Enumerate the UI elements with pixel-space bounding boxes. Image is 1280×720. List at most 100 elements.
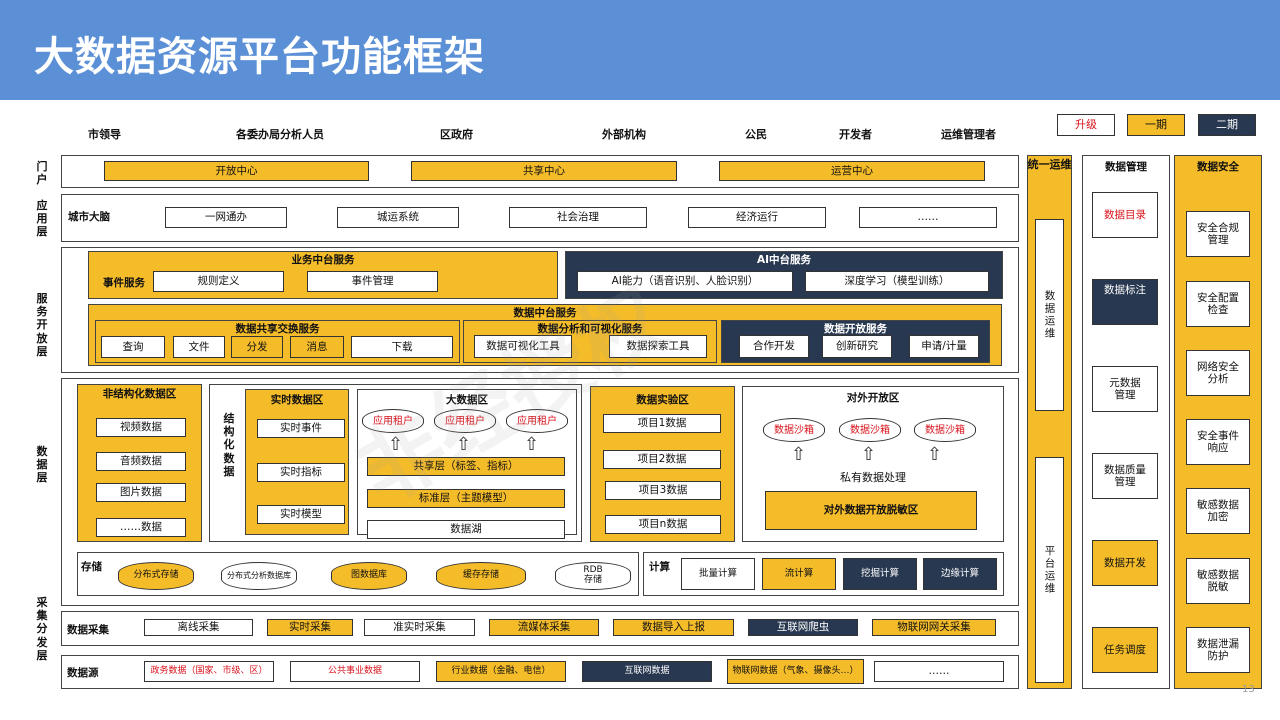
app-economy[interactable]: 经济运行 — [688, 207, 826, 228]
storage-analytic-db: 分布式分析数据库 — [221, 562, 297, 590]
mgmt-quality[interactable]: 数据质量管理 — [1092, 453, 1158, 499]
source-public[interactable]: 公共事业数据 — [290, 661, 420, 682]
lab-project-2[interactable]: 项目2数据 — [603, 450, 721, 469]
source-gov[interactable]: 政务数据（国家、市级、区） — [144, 661, 274, 682]
realtime-metric[interactable]: 实时指标 — [257, 463, 345, 482]
source-iot[interactable]: 物联网数据（气象、摄像头…） — [727, 659, 864, 684]
mgmt-develop[interactable]: 数据开发 — [1092, 540, 1158, 586]
realtime-event[interactable]: 实时事件 — [257, 419, 345, 438]
bigdata-tenant-2: 应用租户 — [434, 409, 496, 433]
storage-distributed: 分布式存储 — [118, 562, 194, 590]
explore-tool[interactable]: 数据探索工具 — [609, 335, 707, 358]
share-message[interactable]: 消息 — [290, 336, 344, 358]
collect-realtime[interactable]: 实时采集 — [267, 619, 353, 636]
unstructured-title: 非结构化数据区 — [102, 388, 177, 400]
sec-incident-response[interactable]: 安全事件响应 — [1186, 419, 1250, 465]
sec-compliance[interactable]: 安全合规管理 — [1186, 211, 1250, 257]
ai-ability[interactable]: AI能力（语音识别、人脸识别） — [577, 271, 793, 292]
data-lake[interactable]: 数据湖 — [367, 520, 565, 539]
collect-import[interactable]: 数据导入上报 — [613, 619, 734, 636]
share-query[interactable]: 查询 — [101, 336, 165, 358]
collect-streaming[interactable]: 流媒体采集 — [489, 619, 599, 636]
user-district-gov: 区政府 — [440, 128, 473, 141]
data-mid-title: 数据中台服务 — [513, 307, 577, 319]
portal-share-center[interactable]: 共享中心 — [411, 161, 677, 181]
mgmt-schedule[interactable]: 任务调度 — [1092, 627, 1158, 673]
open-research[interactable]: 创新研究 — [822, 335, 892, 358]
lab-project-3[interactable]: 项目3数据 — [605, 481, 721, 500]
source-more[interactable]: …… — [874, 661, 1004, 682]
lab-project-n[interactable]: 项目n数据 — [605, 515, 721, 534]
deep-learning[interactable]: 深度学习（模型训练） — [805, 271, 989, 292]
shared-layer[interactable]: 共享层（标签、指标） — [367, 457, 565, 476]
mining-compute[interactable]: 挖掘计算 — [843, 558, 917, 590]
ai-mid-title: AI中台服务 — [756, 254, 812, 266]
bigdata-tenant-1: 应用租户 — [362, 409, 424, 433]
batch-compute[interactable]: 批量计算 — [681, 558, 755, 590]
sec-desensitize[interactable]: 敏感数据脱敏 — [1186, 558, 1250, 604]
stream-compute[interactable]: 流计算 — [762, 558, 836, 590]
sec-leak-prevent[interactable]: 数据泄漏防护 — [1186, 627, 1250, 673]
mgmt-metadata[interactable]: 元数据管理 — [1092, 366, 1158, 412]
mgmt-column — [1082, 155, 1170, 689]
edge-compute[interactable]: 边缘计算 — [923, 558, 997, 590]
ops-platform[interactable]: 平台运维 — [1035, 457, 1064, 683]
arrow-up-icon: ⇧ — [524, 434, 540, 455]
mgmt-label[interactable]: 数据标注 — [1092, 279, 1158, 325]
arrow-up-icon: ⇧ — [388, 434, 404, 455]
mgmt-catalog[interactable]: 数据目录 — [1092, 192, 1158, 238]
legend-phase1: 一期 — [1127, 114, 1185, 136]
open-apply[interactable]: 申请/计量 — [909, 335, 979, 358]
rule-define[interactable]: 规则定义 — [153, 271, 284, 292]
image-data[interactable]: 图片数据 — [96, 483, 186, 502]
video-data[interactable]: 视频数据 — [96, 418, 186, 437]
other-data[interactable]: ……数据 — [96, 518, 186, 537]
ops-data[interactable]: 数据运维 — [1035, 219, 1064, 411]
app-social-gov[interactable]: 社会治理 — [509, 207, 647, 228]
sec-config-check[interactable]: 安全配置检查 — [1186, 281, 1250, 327]
event-service-label: 事件服务 — [103, 277, 145, 289]
source-industry[interactable]: 行业数据（金融、电信） — [436, 661, 566, 682]
app-one-stop[interactable]: 一网通办 — [165, 207, 287, 228]
desensitize-zone[interactable]: 对外数据开放脱敏区 — [765, 491, 977, 530]
sandbox-1: 数据沙箱 — [763, 418, 825, 442]
collect-near-realtime[interactable]: 准实时采集 — [364, 619, 475, 636]
sec-encrypt[interactable]: 敏感数据加密 — [1186, 488, 1250, 534]
portal-open-center[interactable]: 开放中心 — [104, 161, 369, 181]
arrow-up-icon: ⇧ — [927, 444, 943, 465]
user-developer: 开发者 — [839, 128, 872, 141]
storage-rdb: RDB存储 — [555, 562, 631, 590]
app-city-ops[interactable]: 城运系统 — [337, 207, 459, 228]
share-file[interactable]: 文件 — [173, 336, 225, 358]
collect-offline[interactable]: 离线采集 — [144, 619, 253, 636]
arrow-up-icon: ⇧ — [791, 444, 807, 465]
audio-data[interactable]: 音频数据 — [96, 452, 186, 471]
source-internet[interactable]: 互联网数据 — [582, 661, 712, 682]
portal-ops-center[interactable]: 运营中心 — [719, 161, 985, 181]
sec-network-analysis[interactable]: 网络安全分析 — [1186, 350, 1250, 396]
collect-label: 数据采集 — [67, 624, 109, 636]
share-download[interactable]: 下载 — [351, 336, 453, 358]
side-label-app: 应用层 — [36, 199, 48, 239]
open-cooperate[interactable]: 合作开发 — [739, 335, 809, 358]
private-processing: 私有数据处理 — [840, 471, 906, 484]
event-manage[interactable]: 事件管理 — [307, 271, 438, 292]
lab-project-1[interactable]: 项目1数据 — [603, 414, 721, 433]
mgmt-title: 数据管理 — [1105, 161, 1147, 173]
collect-crawler[interactable]: 互联网爬虫 — [748, 619, 858, 636]
viz-tool[interactable]: 数据可视化工具 — [474, 335, 572, 358]
user-city-leader: 市领导 — [88, 128, 121, 141]
security-title: 数据安全 — [1197, 161, 1239, 173]
app-more[interactable]: …… — [859, 207, 997, 228]
side-label-collect: 采集分发层 — [36, 596, 48, 662]
bigdata-title: 大数据区 — [446, 394, 488, 406]
side-label-portal: 门户 — [36, 160, 48, 187]
share-distribute[interactable]: 分发 — [231, 336, 283, 358]
sandbox-2: 数据沙箱 — [839, 418, 901, 442]
business-mid-title: 业务中台服务 — [291, 254, 355, 266]
storage-label: 存储 — [81, 561, 102, 573]
collect-iot-gateway[interactable]: 物联网网关采集 — [872, 619, 996, 636]
realtime-model[interactable]: 实时模型 — [257, 505, 345, 524]
standard-layer[interactable]: 标准层（主题模型） — [367, 489, 565, 508]
source-label: 数据源 — [67, 667, 99, 679]
